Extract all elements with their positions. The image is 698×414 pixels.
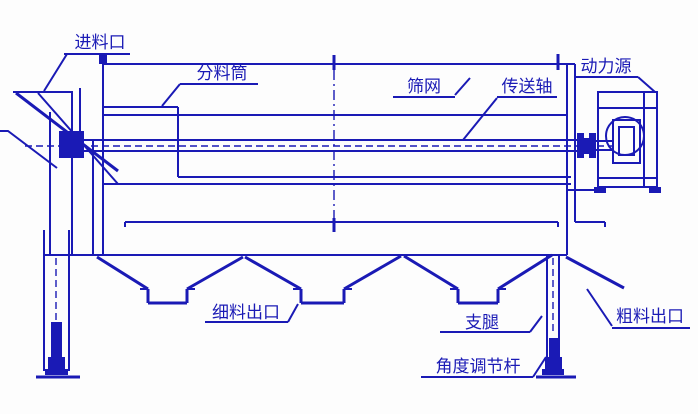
drum-frame <box>44 54 576 256</box>
label-support-leg: 支腿 <box>440 313 543 333</box>
left-leg-screw-rod <box>51 322 62 358</box>
label-fine-outlet-text: 细料出口 <box>212 303 280 323</box>
screen-mesh-line <box>124 221 559 227</box>
coupling-flange-right <box>589 133 596 158</box>
label-coarse-outlet-leader <box>586 288 690 329</box>
transmission-shaft <box>25 131 612 158</box>
label-screen-mesh: 筛网 <box>393 77 471 98</box>
label-distribution-cylinder-leader <box>161 83 258 107</box>
motor-foot-right <box>649 187 661 193</box>
fine-outlet-hoppers <box>96 253 553 305</box>
motor-foot-left <box>594 187 606 193</box>
label-power-source-leader <box>574 76 656 93</box>
label-transmission-shaft: 传送轴 <box>462 77 557 141</box>
coarse-outlet-chute-wall <box>565 255 625 290</box>
label-support-leg-leader <box>440 315 543 333</box>
label-support-leg-text: 支腿 <box>465 313 499 333</box>
left-leg-tubes <box>43 230 70 371</box>
motor-body-inner <box>618 126 635 156</box>
feed-chute-left-edge <box>0 130 58 169</box>
label-distribution-cylinder-text: 分料筒 <box>197 64 248 84</box>
hopper-3 <box>403 253 553 305</box>
label-power-source: 动力源 <box>574 57 656 93</box>
left-bearing-block <box>59 131 84 158</box>
coupling-spacer <box>584 138 589 154</box>
coupling-flange-left <box>577 133 584 158</box>
label-feed-inlet-text: 进料口 <box>75 33 126 53</box>
power-source-assembly <box>567 91 661 227</box>
label-feed-inlet-leader <box>43 53 130 92</box>
label-fine-outlet: 细料出口 <box>205 303 299 323</box>
shaft-body-lines <box>83 139 577 152</box>
feed-hopper <box>0 88 119 255</box>
right-leg-screw-rod <box>549 338 559 360</box>
left-leg-adjuster-block <box>48 357 65 369</box>
label-screen-mesh-leader <box>393 77 471 98</box>
motor-bracket-lower <box>575 221 606 227</box>
motor-frame <box>597 91 658 188</box>
label-coarse-outlet-text: 粗料出口 <box>616 307 684 327</box>
label-feed-inlet: 进料口 <box>43 33 130 92</box>
hopper-2 <box>244 254 402 305</box>
label-angle-adjust-rod: 角度调节杆 <box>421 356 547 378</box>
left-leg-base <box>45 369 68 375</box>
motor-shaft-stub <box>596 140 614 151</box>
label-fine-outlet-leader <box>205 303 299 323</box>
right-leg-base <box>542 369 564 375</box>
label-angle-adjust-rod-leader <box>421 356 547 378</box>
label-distribution-cylinder: 分料筒 <box>161 64 258 107</box>
distribution-cylinder-outline <box>103 106 179 177</box>
label-coarse-outlet: 粗料出口 <box>586 288 690 329</box>
coarse-outlet <box>565 255 625 290</box>
frame-top-left-lug <box>99 55 107 64</box>
label-transmission-shaft-text: 传送轴 <box>502 77 553 97</box>
label-transmission-shaft-leader <box>462 96 557 141</box>
label-angle-adjust-rod-text: 角度调节杆 <box>436 357 521 377</box>
left-leg <box>36 230 80 379</box>
hopper-1 <box>96 255 244 305</box>
label-power-source-text: 动力源 <box>581 57 632 77</box>
label-screen-mesh-text: 筛网 <box>407 77 441 97</box>
right-leg-adjuster-block <box>545 357 562 369</box>
right-leg <box>536 255 576 379</box>
